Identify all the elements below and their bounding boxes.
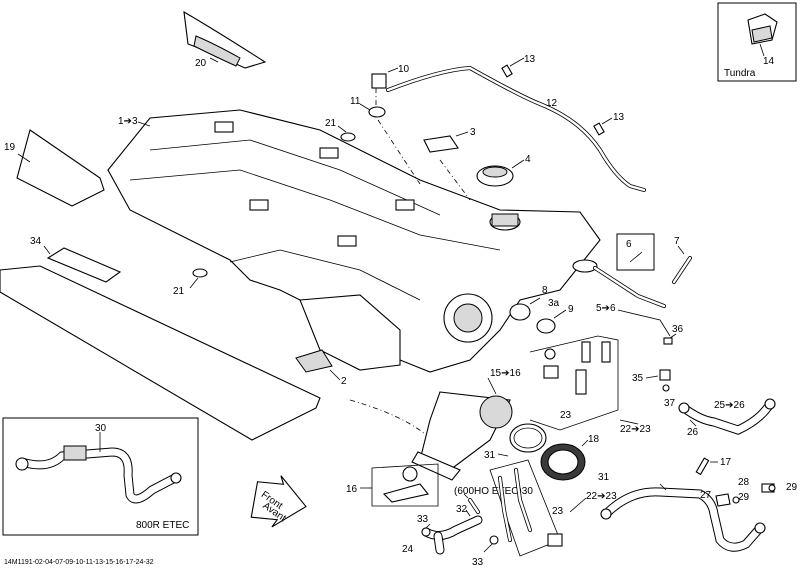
callout-34: 34 [30,236,42,247]
part-30-600ho-hose [600,483,766,552]
callout-23-b: 23 [552,506,564,517]
part-15-16-pump [411,377,513,481]
part-35-connector [645,369,671,381]
leader-1-to-3 [137,121,151,127]
callout-12: 12 [546,98,558,109]
callout-31-a: (600HO ETEC)30 [454,486,533,497]
callout-33-b: 33 [472,557,484,568]
assembly-line-pad [439,159,471,201]
part-3-pad [423,131,469,153]
part-21-grommet-bottom [189,268,208,289]
part-29-ties [732,484,776,504]
callout-19: 19 [4,142,16,153]
part-20-cover [183,10,267,69]
tundra-label: Tundra [724,68,756,79]
part-7-hose [672,245,692,284]
callout-33-a: 33 [417,514,429,525]
callout-1-to-3: 1➔3 [118,116,138,127]
part-25-26-hose [678,398,776,435]
diagram-reference-number: 14M1191-02-04-07-09-10-11-13-15-16-17-24… [4,559,154,566]
part-17-flange [540,439,589,481]
callout-31-b: 17 [720,457,732,468]
callout-25-to-26: 25➔26 [714,400,745,411]
callout-15-to-16: 15➔16 [490,368,521,379]
part-18-oring [497,423,547,457]
callout-28: 28 [738,477,750,488]
part-32-elbow [421,509,483,555]
callout-37: 37 [664,398,676,409]
callout-3a: 3a [548,298,560,309]
callout-18: 31 [484,450,496,461]
part-27-bracket [715,493,731,507]
callout-30-inset: 30 [95,423,107,434]
part-34-strip [0,245,321,441]
callout-9: 9 [568,304,574,315]
callout-6: 6 [626,239,632,250]
callout-10: 10 [398,64,410,75]
callout-8: 8 [542,285,548,296]
part-4-cap [476,159,525,187]
callout-23-a: 23 [560,410,572,421]
callout-29-b: 29 [786,482,798,493]
etec800-label: 800R ETEC [136,520,189,531]
callout-16: 16 [346,484,358,495]
tundra-inset: 14 Tundra [717,2,797,82]
part-5-sensor [572,259,671,337]
part-31-clip [695,457,718,476]
callout-13-b: 13 [613,112,625,123]
part-9-seal [536,309,567,334]
etec800-inset: 30 800R ETEC [2,417,199,536]
callout-35: 35 [632,373,644,384]
callout-11: 11 [350,96,361,107]
part-6-box [616,233,655,271]
callout-20: 20 [195,58,207,69]
callout-22-to-23-a: 22➔23 [620,424,651,435]
part-33-clamps [421,523,499,553]
callout-29-a: 29 [738,492,750,503]
front-arrow: Front Avant [250,475,307,528]
part-13-clamp-b [593,117,613,136]
part-37-pin [662,384,670,392]
callout-26: 26 [687,427,699,438]
callout-21-bottom: 21 [173,286,185,297]
box-22-23-b [489,459,587,557]
part-10-valve [371,67,399,89]
callout-27: 27 [700,490,712,501]
box-16 [360,463,439,507]
fuel-tank-body [107,109,601,373]
callout-32: 32 [456,504,468,515]
part-21-grommet-top [337,125,356,142]
callout-13-a: 13 [524,54,536,65]
callout-2: 2 [341,376,347,387]
part-31-hose [463,493,480,514]
callout-3: 3 [470,127,476,138]
etec800-hose-drawing [15,432,182,504]
part-12-vent-line [386,65,646,192]
part-8-ring [509,297,541,321]
callout-17: 18 [588,434,600,445]
assembly-line-grommet [377,119,421,185]
callout-14: 14 [763,56,775,67]
part-2-pad [295,349,341,381]
callout-36: 36 [672,324,684,335]
part-19-panel [16,129,105,207]
callout-5-to-6: 5➔6 [596,303,616,314]
callout-7: 7 [674,236,680,247]
box-22-23-a [529,335,639,431]
callout-21-top: 21 [325,118,337,129]
callout-4: 4 [525,154,531,165]
callout-600ho-30: 31 [598,472,610,483]
tundra-bracket-drawing [747,13,778,57]
part-13-clamp-a [501,57,525,78]
part-36-clip [663,333,677,345]
callout-24: 24 [402,544,414,555]
callout-22-to-23-b: 22➔23 [586,491,617,502]
part-11-grommet [359,103,386,118]
